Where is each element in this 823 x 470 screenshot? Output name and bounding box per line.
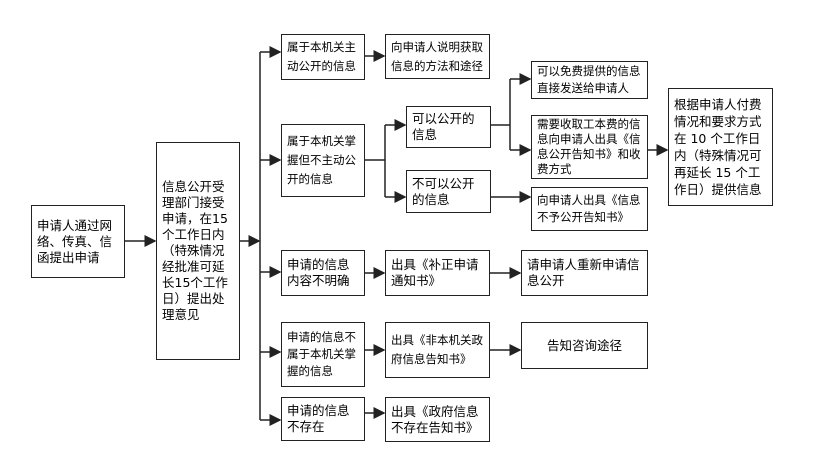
action-text: 出具《补正申请通知书》 [391, 257, 479, 288]
category-unclear: 申请的信息内容不明确 [281, 250, 365, 296]
category-text: 属于本机关掌握但不主动公开的信息 [287, 134, 356, 186]
action-text: 出具《非本机关政府信息告知书》 [391, 333, 483, 366]
category-text: 属于本机关主动公开的信息 [287, 40, 356, 73]
category-not-exist: 申请的信息不存在 [281, 397, 365, 441]
start-box: 申请人通过网络、传真、信函提出申请 [31, 205, 125, 278]
result-text: 告知咨询途径 [546, 337, 622, 353]
accept-box: 信息公开受理部门接受申请，在15个工作日内（特殊情况经批准可延长15个工作日）提… [156, 142, 240, 360]
category-public: 属于本机关主动公开的信息 [281, 34, 365, 80]
result-text: 请申请人重新申请信息公开 [527, 257, 640, 288]
free-info-box: 可以免费提供的信息直接发送给申请人 [531, 61, 648, 99]
provide-info-text: 根据申请人付费情况和要求方式在 10 个工作日内（特殊情况可再延长 15 个工作… [674, 97, 762, 197]
category-text: 申请的信息不属于本机关掌握的信息 [287, 330, 356, 378]
result-consult: 告知咨询途径 [521, 322, 648, 369]
action-not-agency-notice: 出具《非本机关政府信息告知书》 [385, 322, 490, 378]
action-explain-method: 向申请人说明获取信息的方法和途径 [385, 34, 490, 79]
start-text: 申请人通过网络、传真、信函提出申请 [37, 217, 113, 265]
fee-info-box: 需要收取工本费的信息向申请人出具《信息公开告知书》和收费方式 [531, 115, 648, 179]
can-disclose-box: 可以公开的信息 [406, 106, 491, 148]
category-text: 申请的信息内容不明确 [287, 257, 350, 288]
action-correction-notice: 出具《补正申请通知书》 [385, 250, 490, 296]
action-not-exist-notice: 出具《政府信息不存在告知书》 [385, 397, 490, 442]
provide-info-box: 根据申请人付费情况和要求方式在 10 个工作日内（特殊情况可再延长 15 个工作… [668, 88, 773, 206]
accept-text: 信息公开受理部门接受申请，在15个工作日内（特殊情况经批准可延长15个工作日）提… [162, 179, 228, 322]
category-held-not-public: 属于本机关掌握但不主动公开的信息 [281, 124, 365, 197]
result-reapply: 请申请人重新申请信息公开 [521, 250, 648, 296]
free-info-text: 可以免费提供的信息直接发送给申请人 [537, 64, 641, 95]
cannot-disclose-text: 不可以公开的信息 [412, 175, 475, 207]
refuse-notice-box: 向申请人出具《信息不予公开告知书》 [531, 187, 648, 231]
category-text: 申请的信息不存在 [287, 403, 350, 434]
action-text: 向申请人说明获取信息的方法和途径 [391, 39, 483, 73]
can-disclose-text: 可以公开的信息 [412, 111, 475, 142]
fee-info-text: 需要收取工本费的信息向申请人出具《信息公开告知书》和收费方式 [537, 117, 641, 176]
cannot-disclose-box: 不可以公开的信息 [406, 170, 491, 213]
action-text: 出具《政府信息不存在告知书》 [391, 403, 479, 435]
refuse-notice-text: 向申请人出具《信息不予公开告知书》 [537, 193, 641, 224]
category-not-held: 申请的信息不属于本机关掌握的信息 [281, 322, 365, 387]
